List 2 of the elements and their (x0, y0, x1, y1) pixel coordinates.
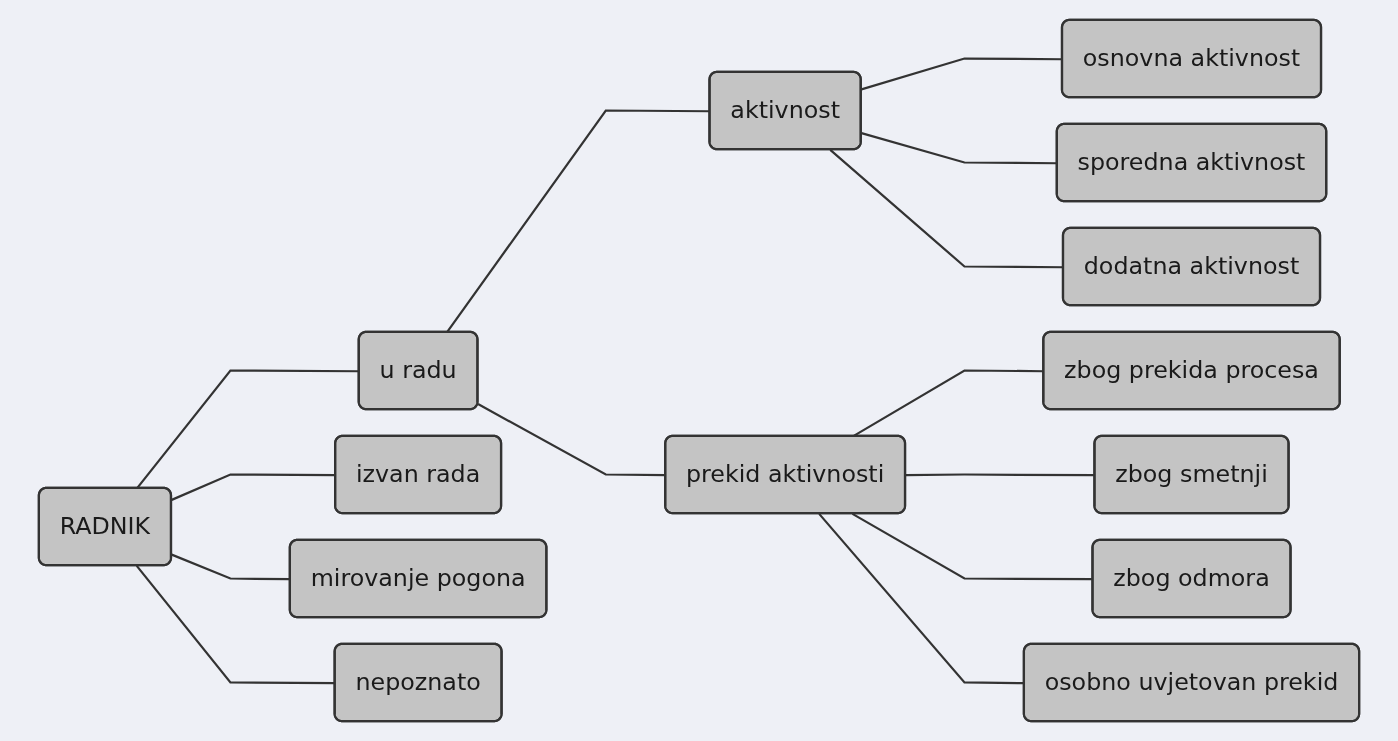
connector (477, 403, 666, 477)
connector (171, 473, 336, 501)
